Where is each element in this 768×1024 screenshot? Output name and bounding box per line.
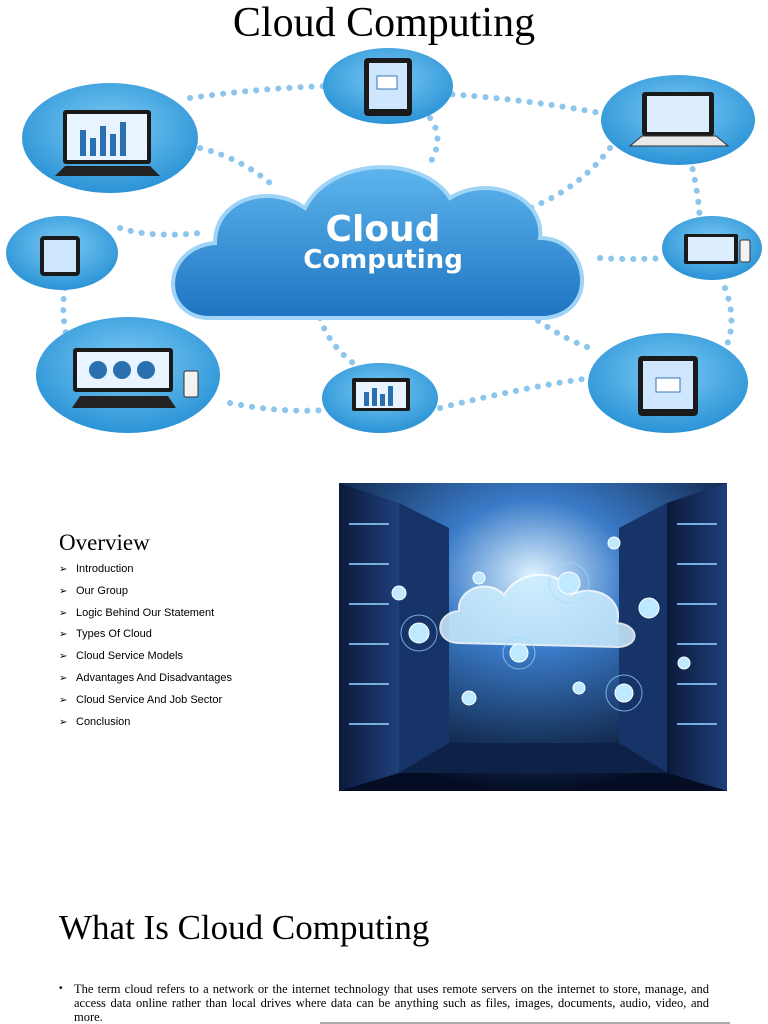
device-bubble-monitor-chart — [322, 363, 438, 433]
cloud-network-illustration: Cloud Computing — [6, 48, 762, 433]
device-bubble-laptop — [601, 75, 755, 165]
device-bubble-desktop-chart — [22, 83, 198, 193]
page-title: Cloud Computing — [232, 0, 536, 46]
arrow-bullet-icon: ➢ — [59, 672, 68, 684]
cloud-label-line2: Computing — [303, 245, 463, 275]
device-bubble-tablet — [588, 333, 748, 433]
device-bubble-phone — [6, 216, 118, 290]
arrow-bullet-icon: ➢ — [59, 694, 68, 706]
arrow-bullet-icon: ➢ — [59, 607, 68, 619]
section-paragraph: • The term cloud refers to a network or … — [59, 982, 709, 1024]
overview-item: ➢Advantages And Disadvantages — [59, 671, 232, 684]
overview-item: ➢Logic Behind Our Statement — [59, 606, 215, 619]
arrow-bullet-icon: ➢ — [59, 564, 68, 575]
server-room-cloud-image — [339, 483, 727, 791]
central-cloud: Cloud Computing — [171, 165, 584, 320]
device-bubble-desktop-mail — [662, 216, 762, 280]
section-heading: What Is Cloud Computing — [59, 908, 430, 947]
arrow-bullet-icon: ➢ — [59, 629, 68, 641]
overview-list: ➢Introduction ➢Our Group ➢Logic Behind O… — [59, 563, 232, 737]
overview-item: ➢Our Group — [59, 584, 128, 597]
overview-item: ➢Types Of Cloud — [59, 628, 152, 641]
arrow-bullet-icon: ➢ — [59, 651, 68, 663]
cloud-label-line1: Cloud — [326, 209, 441, 250]
arrow-bullet-icon: ➢ — [59, 716, 68, 728]
overview-item: ➢Introduction — [59, 563, 134, 575]
arrow-bullet-icon: ➢ — [59, 585, 68, 597]
overview-heading: Overview — [59, 530, 150, 555]
device-bubble-desktop-pie — [36, 317, 220, 433]
overview-item: ➢Conclusion — [59, 715, 131, 728]
section-body-text: The term cloud refers to a network or th… — [74, 982, 709, 1024]
overview-item: ➢Cloud Service Models — [59, 650, 183, 663]
device-bubble-tablet-mail — [323, 48, 453, 124]
overview-item: ➢Cloud Service And Job Sector — [59, 693, 223, 706]
divider — [320, 1022, 730, 1024]
bullet-icon: • — [59, 983, 63, 994]
